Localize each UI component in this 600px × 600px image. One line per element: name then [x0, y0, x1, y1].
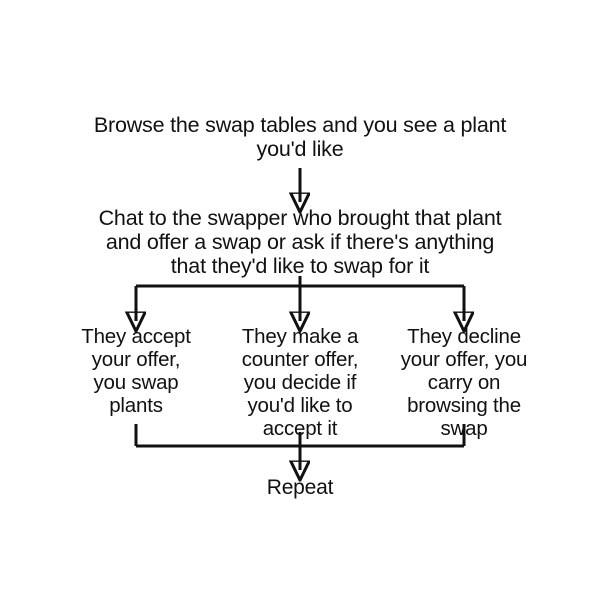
node-chat-to-swapper: Chat to the swapper who brought that pla…	[98, 206, 502, 279]
node-counter-offer: They make a counter offer, you decide if…	[241, 325, 359, 440]
node-they-decline: They decline your offer, you carry on br…	[400, 325, 528, 440]
node-browse-swap-tables: Browse the swap tables and you see a pla…	[93, 113, 507, 162]
node-repeat: Repeat	[266, 476, 334, 499]
node-they-accept: They accept your offer, you swap plants	[81, 325, 191, 417]
